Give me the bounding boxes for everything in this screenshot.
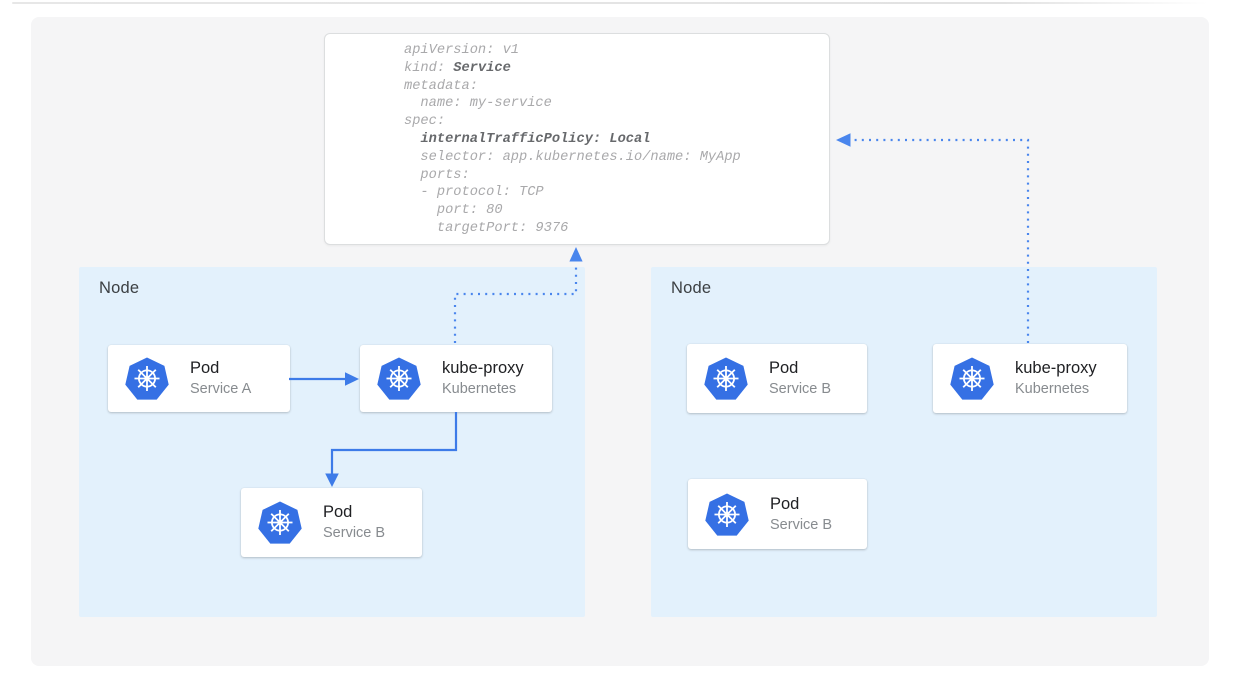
card-subtitle: Service B — [769, 381, 832, 397]
yaml-code-line: spec: — [404, 114, 446, 130]
yaml-code-line: selector: app.kubernetes.io/name: MyApp — [404, 149, 741, 165]
card-subtitle: Kubernetes — [442, 381, 517, 397]
yaml-code-line: metadata: — [404, 78, 478, 94]
card-pod-service-b-left: Pod Service B — [241, 488, 422, 557]
card-title: kube-proxy — [1015, 359, 1097, 377]
card-title: Pod — [323, 503, 353, 521]
yaml-code-line: port: 80 — [404, 203, 503, 219]
card-title: Pod — [770, 494, 800, 513]
kubernetes-icon — [258, 501, 302, 544]
yaml-code-line: - protocol: TCP — [404, 185, 544, 201]
service-yaml-card: apiVersion: v1 kind: Service metadata: nam… — [324, 33, 830, 245]
yaml-code-line: internalTrafficPolicy: Local — [420, 131, 651, 147]
card-pod-service-b-right-bottom: Pod Service B — [688, 479, 867, 549]
yaml-code-line: ports: — [404, 167, 470, 183]
card-pod-service-a: Pod Service A — [108, 345, 290, 412]
top-divider-line — [12, 2, 1220, 4]
card-pod-service-b-right-top: Pod Service B — [687, 344, 867, 413]
card-title: Pod — [190, 359, 220, 377]
kubernetes-icon — [705, 492, 749, 536]
node-label: Node — [671, 279, 712, 297]
kubernetes-icon — [125, 357, 169, 400]
yaml-code-line: apiVersion: v1 — [404, 43, 519, 58]
kubernetes-icon — [950, 357, 994, 400]
kubernetes-icon — [704, 357, 748, 400]
yaml-code-line: kind: Service — [404, 60, 511, 76]
card-kube-proxy-left: kube-proxy Kubernetes — [360, 345, 552, 412]
card-subtitle: Kubernetes — [1015, 381, 1090, 397]
kubernetes-icon — [377, 357, 421, 400]
node-box-left: Node — [79, 267, 585, 617]
card-subtitle: Service B — [323, 525, 386, 541]
card-title: kube-proxy — [442, 359, 524, 377]
yaml-code-line: targetPort: 9376 — [404, 220, 569, 236]
yaml-code-line: name: my-service — [404, 96, 552, 112]
card-subtitle: Service A — [190, 381, 252, 397]
node-label: Node — [99, 279, 140, 297]
yaml-code: apiVersion: v1 kind: Service metadata: nam… — [404, 42, 821, 238]
node-box-right: Node — [651, 267, 1157, 617]
card-subtitle: Service B — [770, 516, 833, 533]
card-title: Pod — [769, 359, 799, 377]
card-kube-proxy-right: kube-proxy Kubernetes — [933, 344, 1127, 413]
